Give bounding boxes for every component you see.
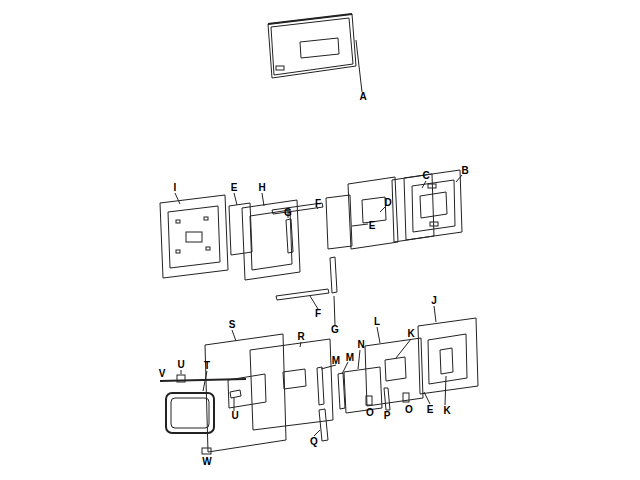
part-letter: W	[202, 457, 211, 467]
part-letter: A	[359, 92, 366, 102]
part-letter: V	[159, 369, 166, 379]
outer-door-assembly	[160, 306, 478, 454]
part-letter: J	[431, 296, 437, 306]
part-letter: Q	[310, 437, 318, 447]
part-letter: L	[374, 317, 380, 327]
part-letter: U	[177, 360, 184, 370]
part-letter: C	[422, 171, 429, 181]
part-letter: K	[407, 329, 414, 339]
part-letter: O	[366, 408, 374, 418]
part-letter: E	[231, 183, 238, 193]
part-letter: M	[332, 356, 340, 366]
part-letter: D	[384, 198, 391, 208]
part-letter: I	[174, 183, 177, 193]
part-letter: R	[297, 332, 304, 342]
part-letter: P	[384, 411, 391, 421]
assembled-door	[268, 14, 362, 92]
part-letter: B	[461, 166, 468, 176]
part-letter: H	[258, 183, 265, 193]
part-letter: F	[315, 199, 321, 209]
part-letter: G	[284, 208, 292, 218]
part-letter: T	[204, 361, 210, 371]
part-letter: F	[315, 309, 321, 319]
part-letter: U	[231, 411, 238, 421]
part-letter: S	[229, 320, 236, 330]
part-letter: O	[405, 405, 413, 415]
part-letter: E	[369, 221, 376, 231]
part-letter: E	[427, 405, 434, 415]
inner-door-assembly	[160, 170, 462, 325]
part-letter: M	[346, 353, 354, 363]
part-letter: N	[357, 340, 364, 350]
part-letter: G	[331, 325, 339, 335]
part-letter: K	[443, 406, 450, 416]
